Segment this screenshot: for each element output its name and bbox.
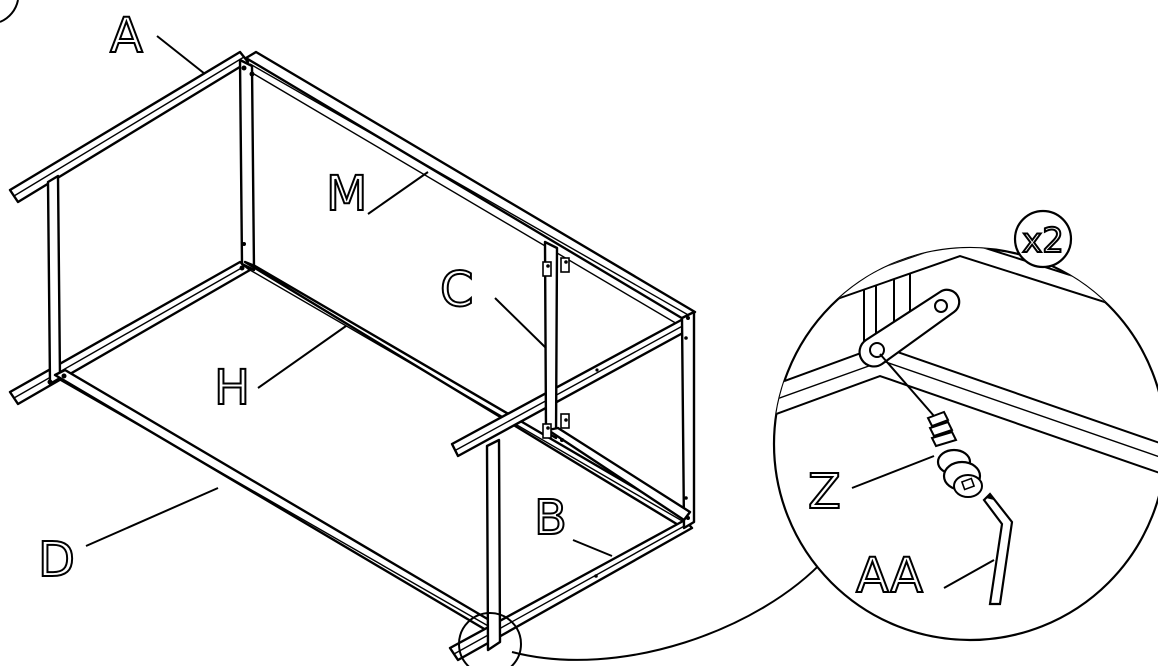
- allen-key-aa: [982, 492, 1014, 606]
- label-m: M: [326, 166, 367, 222]
- callout-source-circle: [458, 612, 522, 666]
- detail-content: [774, 248, 1158, 606]
- rail-right-top: [450, 316, 694, 458]
- zoom-callout: [458, 557, 827, 666]
- table-frame: [8, 50, 697, 662]
- label-z: Z: [808, 464, 841, 520]
- post-c: [543, 240, 559, 440]
- label-d: D: [38, 532, 75, 588]
- part-labels: A M C H D B: [37, 7, 568, 589]
- label-aa: AA: [856, 548, 923, 604]
- quantity-text: x2: [1022, 221, 1064, 261]
- step-circle-fragment: [0, 0, 19, 23]
- post-right-back: [680, 310, 696, 530]
- post-right-front: [485, 438, 502, 652]
- rail-d: [53, 368, 498, 632]
- screw-z: [926, 410, 983, 498]
- label-b: B: [534, 490, 567, 546]
- fittings: [47, 65, 690, 578]
- label-c: C: [440, 262, 474, 318]
- leaders: [85, 35, 613, 557]
- callout-connector: [511, 557, 827, 661]
- quantity-badge: x2: [1013, 209, 1073, 269]
- rail-a: [8, 50, 250, 204]
- rail-b: [546, 426, 692, 522]
- label-a: A: [110, 8, 143, 64]
- detail-view: Z AA: [772, 246, 1158, 642]
- post-left-front: [46, 174, 62, 386]
- post-back: [238, 58, 256, 272]
- label-h: H: [214, 360, 250, 416]
